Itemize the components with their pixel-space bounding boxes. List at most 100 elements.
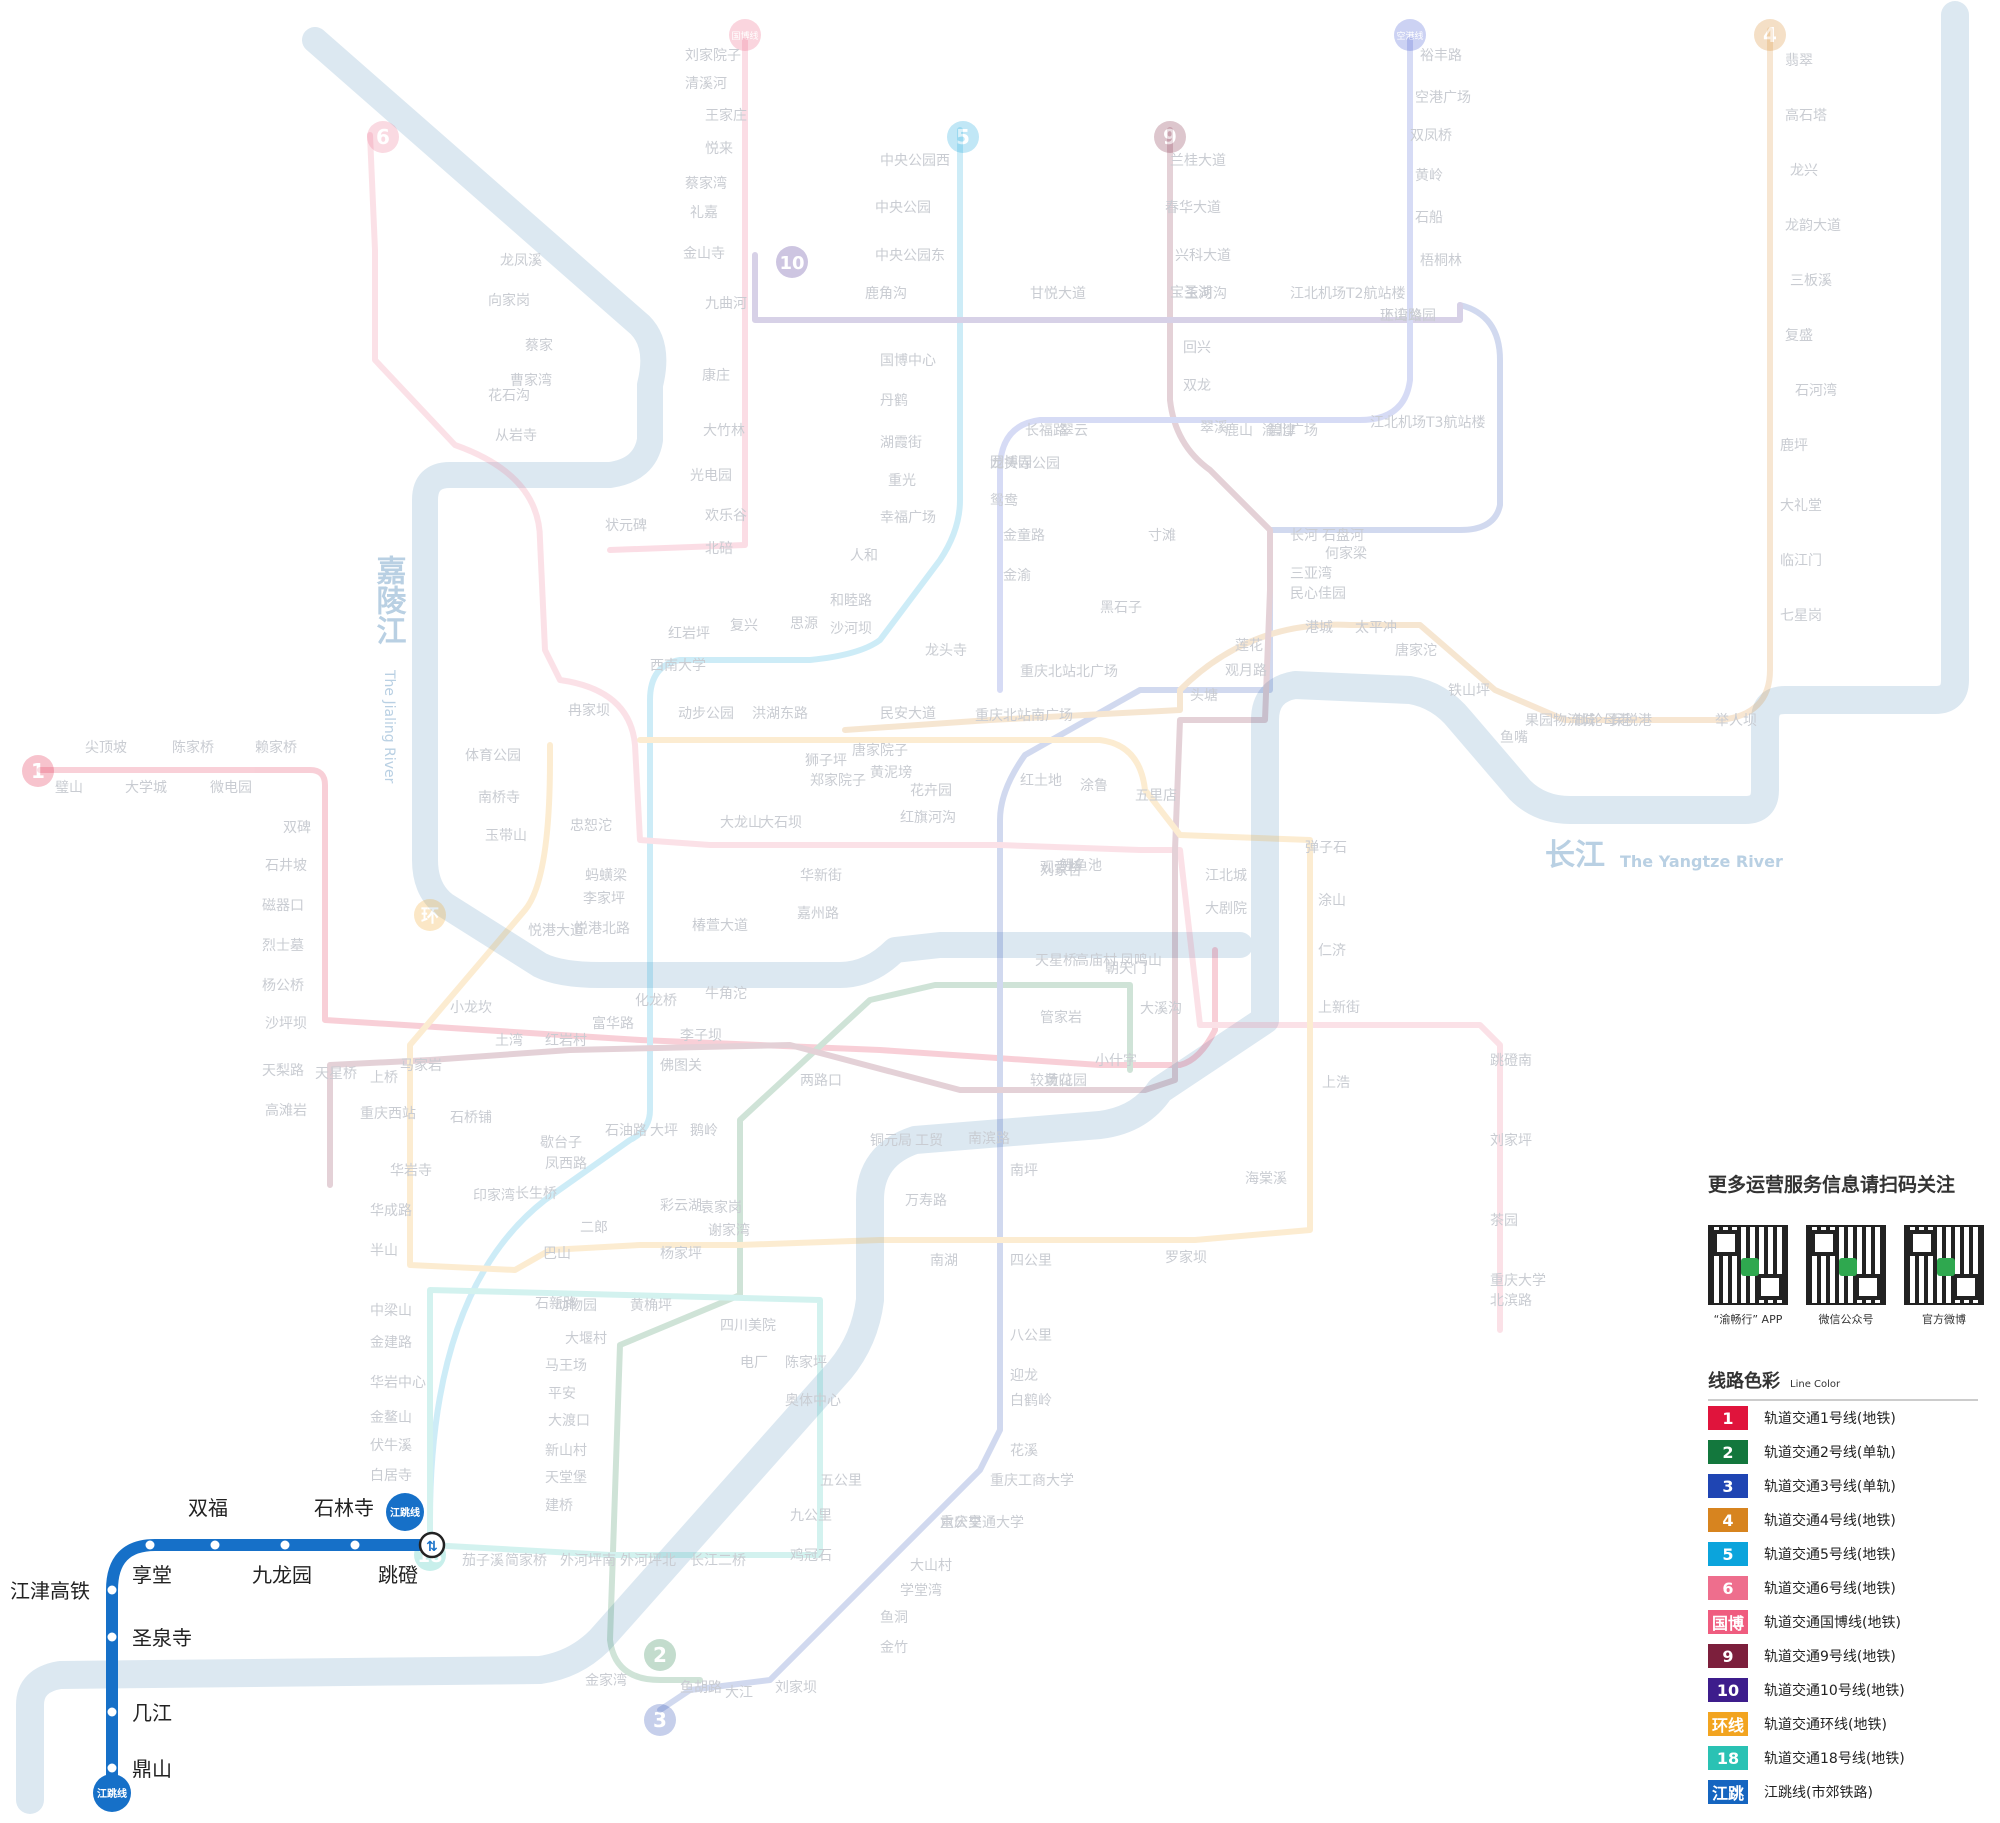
faded-station-label: 罗家坝 [1165, 1249, 1207, 1266]
faded-station-label: 嘉州路 [797, 906, 839, 922]
station-label-shilinsi[interactable]: 石林寺 [314, 1496, 374, 1520]
station-label-tiaodeng[interactable]: 跳磴 [378, 1563, 418, 1587]
station-label-jiulongyuan[interactable]: 九龙园 [252, 1563, 312, 1587]
faded-station-label: 九曲河 [705, 296, 747, 312]
station-dot-dingshan[interactable] [107, 1763, 117, 1773]
faded-station-label: 刘家坝 [775, 1679, 817, 1696]
faded-station-label: 椿萱大道 [692, 918, 748, 934]
station-label-jiangjin-gaotie[interactable]: 江津高铁 [10, 1579, 90, 1603]
faded-station-label: 彩云湖 [660, 1198, 702, 1214]
faded-station-label: 涂山 [1318, 893, 1346, 909]
line-color-swatch: 1 [1708, 1406, 1748, 1430]
faded-station-label: 黄岭 [1415, 167, 1443, 184]
loop-badge: 环 [421, 906, 439, 927]
station-dot-jijiang[interactable] [107, 1707, 117, 1717]
faded-station-label: 涂鲁 [1080, 778, 1108, 794]
faded-station-label: 光电园 [690, 468, 732, 484]
line-color-swatch: 江跳 [1708, 1780, 1748, 1804]
faded-station-label: 寸滩 [1148, 528, 1176, 544]
faded-station-label: 幸福广场 [880, 510, 936, 526]
faded-station-label: 双碑 [283, 820, 311, 836]
faded-station-label: 忠恕沱 [570, 817, 612, 834]
faded-station-label: 牛角沱 [705, 985, 747, 1002]
faded-station-label: 沙坪坝 [265, 1016, 307, 1032]
faded-station-label: 中梁山 [370, 1303, 412, 1319]
station-label-dingshan[interactable]: 鼎山 [132, 1757, 172, 1781]
faded-station-label: 大渡口 [548, 1413, 590, 1429]
faded-station-label: 花卉园 [910, 783, 952, 799]
faded-station-label: 较场口 [1030, 1073, 1072, 1089]
line-color-label: 江跳线(市郊铁路) [1764, 1785, 1873, 1801]
faded-station-label: 龙兴 [1790, 163, 1818, 179]
line-color-swatch: 国博 [1708, 1610, 1748, 1634]
qr-weibo-label: 官方微博 [1922, 1313, 1966, 1326]
faded-station-label: 花石沟 [488, 388, 530, 404]
transfer-icon-tiaodeng[interactable] [418, 1531, 446, 1559]
faded-station-label: 建桥 [545, 1498, 573, 1514]
jiangtiao-badge-top-text: 江跳线 [390, 1506, 420, 1519]
faded-station-label: 向家岗 [488, 292, 530, 309]
line-color-label: 轨道交通10号线(地铁) [1764, 1683, 1905, 1699]
line5-faded [427, 127, 963, 1548]
faded-station-label: 朝天门 [1105, 961, 1147, 977]
line-color-title: 线路色彩 [1708, 1371, 1780, 1392]
faded-station-label: 鹅岭 [690, 1122, 718, 1139]
faded-station-label: 印家湾 [473, 1187, 515, 1204]
faded-station-label: 天星桥 [315, 1066, 357, 1082]
faded-station-label: 蔡家湾 [685, 175, 727, 192]
faded-station-label: 国博中心 [880, 352, 936, 369]
station-dot-jiulongyuan[interactable] [280, 1540, 290, 1550]
faded-station-label: 金渝 [1003, 568, 1031, 584]
faded-station-label: 二郎 [580, 1220, 608, 1236]
faded-station-label: 曹家湾 [510, 372, 552, 389]
station-dot-jiangjin-gaotie[interactable] [107, 1585, 117, 1595]
jiangtiao-line: ⇅ 江跳线 江跳线 鼎山 几江 圣泉寺 江津高铁 享堂 双福 九龙园 石林寺 跳… [10, 1493, 446, 1812]
station-label-shuangfu[interactable]: 双福 [188, 1496, 228, 1520]
faded-station-label: 黄泥塝 [870, 764, 912, 781]
station-dot-shengquansi[interactable] [107, 1632, 117, 1642]
faded-station-label: 江北城 [1205, 868, 1247, 884]
line-color-item: 环线轨道交通环线(地铁) [1708, 1707, 1990, 1741]
faded-station-label: 狮子坪 [805, 753, 847, 769]
qr-app[interactable]: “渝畅行” APP [1708, 1225, 1788, 1327]
faded-station-label: 双凤桥 [1410, 128, 1452, 144]
line-color-label: 轨道交通4号线(地铁) [1764, 1513, 1896, 1529]
faded-station-label: 鱼胡路 [680, 1679, 722, 1696]
faded-station-label: 长生桥 [515, 1186, 557, 1202]
station-dot-xiangtang[interactable] [145, 1540, 155, 1550]
station-label-xiangtang[interactable]: 享堂 [132, 1563, 172, 1587]
qr-section-title: 更多运营服务信息请扫码关注 [1708, 1174, 1956, 1196]
faded-station-label: 唐家沱 [1395, 642, 1437, 659]
faded-station-label: 五里店 [1135, 788, 1177, 804]
line-color-swatch: 5 [1708, 1542, 1748, 1566]
faded-station-label: 从岩寺 [495, 428, 537, 444]
faded-station-label: 石桥铺 [450, 1110, 492, 1126]
line-color-swatch: 9 [1708, 1644, 1748, 1668]
faded-station-label: 石井坡 [265, 858, 307, 874]
station-label-shengquansi[interactable]: 圣泉寺 [132, 1626, 192, 1650]
faded-station-label: 高滩岩 [265, 1102, 307, 1119]
station-label-jijiang[interactable]: 几江 [132, 1701, 172, 1725]
yangtze-river-label-en: The Yangtze River [1620, 852, 1783, 871]
faded-station-label: 鹿山 [1225, 422, 1253, 439]
faded-station-label: 重庆交通大学 [940, 1514, 1024, 1531]
faded-station-label: 李子坝 [680, 1028, 722, 1044]
line-color-item: 国博轨道交通国博线(地铁) [1708, 1605, 1990, 1639]
station-dot-shilinsi[interactable] [350, 1540, 360, 1550]
faded-station-label: 空港广场 [1415, 90, 1471, 106]
faded-station-label: 高石塔 [1785, 107, 1827, 124]
loop-faded [407, 737, 1313, 1273]
faded-station-label: 大礼堂 [1780, 498, 1822, 514]
faded-station-label: 鲤鱼池 [1060, 857, 1102, 874]
faded-station-label: 莲花 [1235, 638, 1263, 654]
faded-station-label: 烈士墓 [262, 938, 304, 954]
qr-weibo[interactable]: 官方微博 [1904, 1225, 1984, 1327]
station-dot-shuangfu[interactable] [210, 1540, 220, 1550]
konggang-faded [997, 37, 1413, 693]
faded-station-label: 观音桥 [1040, 859, 1082, 876]
konggang-badge-circle [1394, 19, 1426, 51]
faded-station-label: 五公里 [820, 1473, 862, 1489]
faded-station-label: 民安大道 [880, 706, 936, 722]
qr-wechat[interactable]: 微信公众号 [1806, 1225, 1886, 1327]
